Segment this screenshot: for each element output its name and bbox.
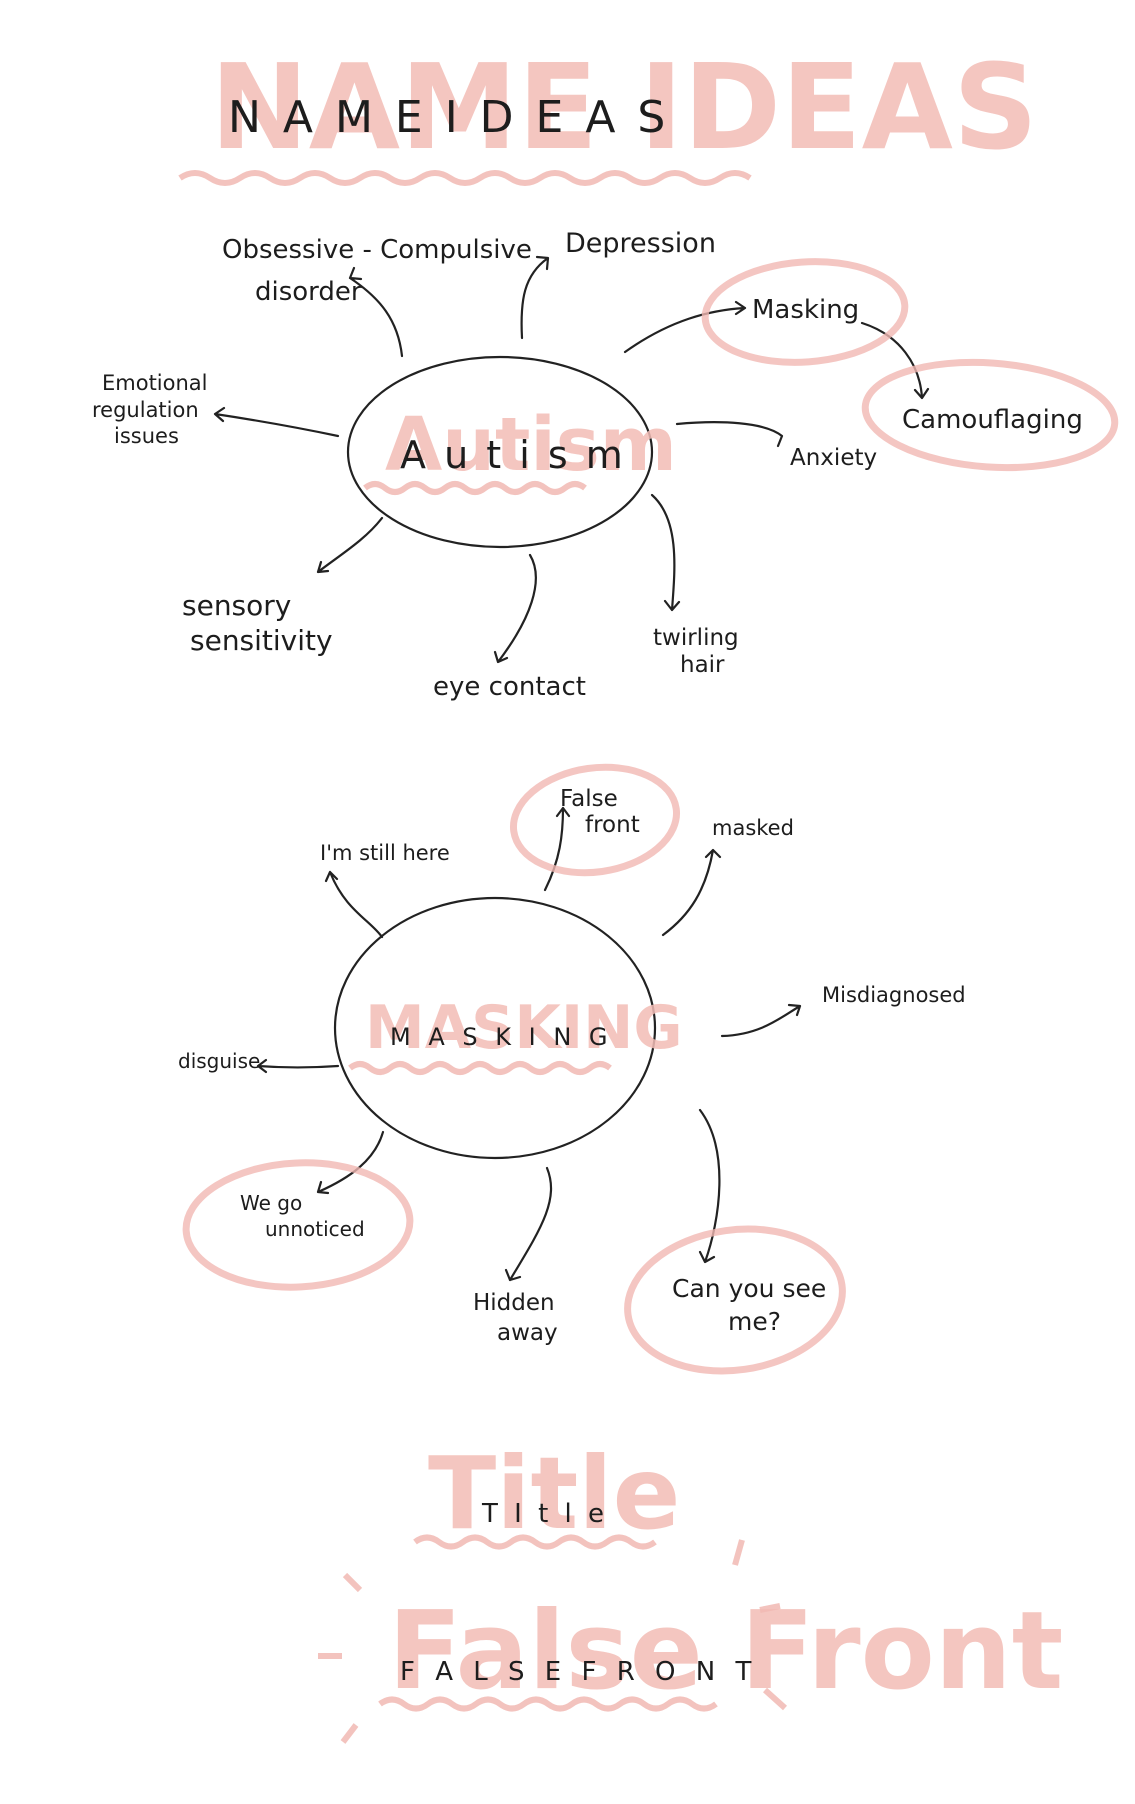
title-underline — [178, 170, 752, 186]
unnoticed-highlight-circle — [182, 1159, 414, 1291]
masking-highlight-circle — [701, 258, 909, 366]
connector-sensory — [316, 516, 384, 574]
final-title-label: F A L S E F R O N T — [400, 1657, 757, 1687]
connector-anxiety — [675, 421, 784, 448]
label-twirling-2: hair — [680, 652, 725, 678]
autism-center-bubble — [346, 355, 654, 549]
label-camouflaging: Camouflaging — [902, 405, 1083, 435]
label-still-here: I'm still here — [320, 841, 450, 865]
label-see-me-2: me? — [728, 1307, 781, 1336]
title-text: N A M E I D E A S — [228, 92, 669, 143]
false-front-highlight-circle — [509, 763, 681, 877]
connector-false-front — [543, 806, 571, 892]
title-section-label: T I t l e — [481, 1499, 608, 1529]
label-masked: masked — [712, 816, 794, 840]
label-anxiety: Anxiety — [790, 445, 877, 471]
autism-underline — [363, 481, 587, 495]
connector-hidden — [504, 1166, 553, 1282]
label-hidden-2: away — [497, 1320, 558, 1346]
label-sensory-1: sensory — [182, 589, 291, 622]
label-emotional-3: issues — [114, 424, 179, 448]
label-twirling-1: twirling — [653, 625, 739, 651]
see-me-highlight-circle — [624, 1225, 846, 1375]
connector-ocd — [348, 266, 404, 358]
label-misdiagnosed: Misdiagnosed — [822, 983, 966, 1007]
masking-center-bubble — [333, 896, 657, 1160]
masking-underline — [348, 1061, 612, 1075]
label-disguise: disguise — [178, 1049, 260, 1073]
label-eye-contact: eye contact — [433, 672, 586, 702]
title-section-highlight: Title — [428, 1435, 680, 1552]
label-masking: Masking — [752, 295, 859, 325]
label-ocd-line2: disorder — [255, 277, 362, 307]
label-false-front-1: False — [560, 786, 618, 812]
masking-center-label: M A S K I N G — [390, 1023, 613, 1051]
connector-still-here — [324, 870, 384, 939]
connector-twirling — [650, 493, 681, 612]
connector-masking — [623, 300, 747, 354]
final-title-underline — [378, 1696, 718, 1712]
connector-depression — [520, 255, 550, 340]
connector-disguise — [256, 1058, 340, 1074]
label-sensory-2: sensitivity — [190, 624, 333, 657]
autism-highlight: Autism — [385, 402, 677, 488]
masking-highlight: MASKING — [365, 993, 683, 1063]
label-false-front-2: front — [585, 812, 640, 838]
label-emotional-1: Emotional — [102, 371, 208, 395]
label-see-me-1: Can you see — [672, 1274, 826, 1303]
label-unnoticed-1: We go — [240, 1191, 302, 1215]
connector-masked — [661, 848, 722, 937]
label-emotional-2: regulation — [92, 398, 199, 422]
connector-see-me — [698, 1108, 721, 1264]
autism-center-label: A u t i s m — [400, 433, 626, 477]
title-section-underline — [413, 1534, 657, 1550]
connector-emotional — [213, 406, 340, 438]
title-highlight: NAME IDEAS — [210, 38, 1038, 176]
camouflaging-highlight-circle — [861, 358, 1119, 472]
label-depression: Depression — [565, 228, 716, 259]
connector-eye-contact — [493, 553, 537, 664]
final-title-highlight: False Front — [388, 1589, 1063, 1714]
connector-camouflaging — [860, 321, 930, 400]
connector-misdiagnosed — [720, 1003, 802, 1038]
label-hidden-1: Hidden — [473, 1290, 555, 1316]
label-ocd: Obsessive - Compulsive — [222, 235, 532, 265]
final-title-sparkles — [318, 1539, 788, 1744]
label-unnoticed-2: unnoticed — [265, 1217, 365, 1241]
